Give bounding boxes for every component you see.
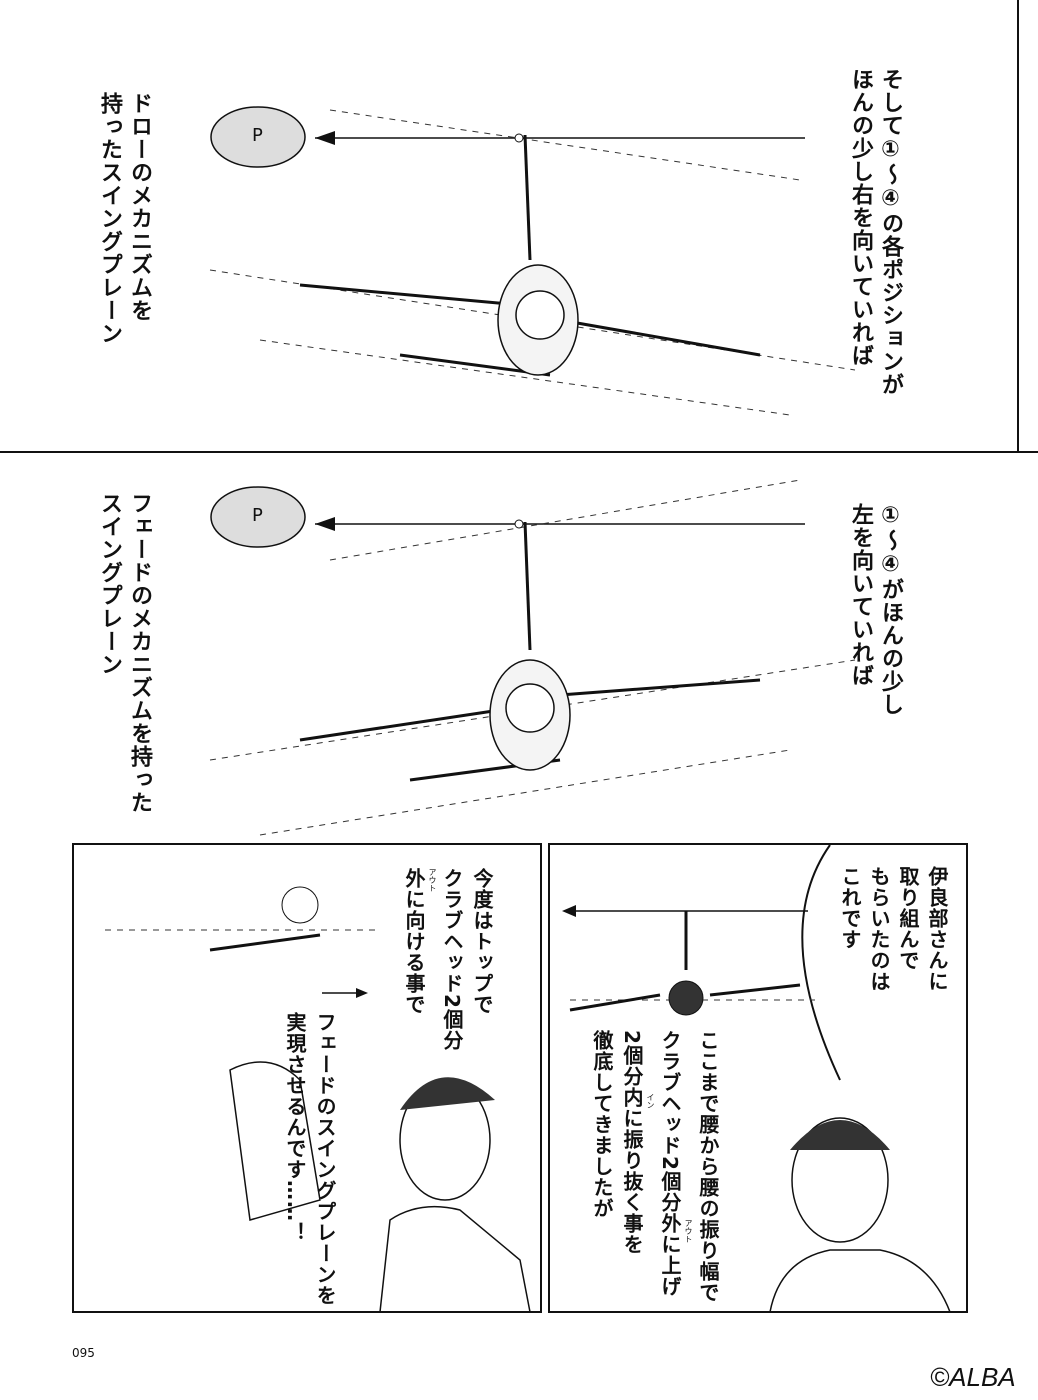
caption-line: ①〜④がほんの少し: [878, 503, 903, 716]
caption-line: 左を向いていれば: [848, 503, 873, 687]
flag-label: P: [252, 505, 263, 526]
caption-line: 外に向ける事で: [402, 868, 426, 1015]
panel3-exclaim: フェードのスイングプレーンを 実現させるんです……！: [280, 1012, 340, 1306]
caption-line: 今度はトップで: [470, 868, 494, 1015]
caption-line: スイングプレーン: [97, 492, 122, 676]
caption-line: 2個分内に振り抜く事を: [620, 1030, 644, 1255]
panel2-right-caption: ①〜④がほんの少し 左を向いていれば: [845, 503, 905, 716]
speech-bubble-text: 伊良部さんに 取り組んで もらいたのは これです: [835, 866, 951, 992]
panel1-left-caption: ドローのメカニズムを 持ったスイングプレーン: [94, 92, 154, 345]
draw-swing-diagram: [209, 106, 856, 416]
ruby-out: アウト: [428, 868, 437, 892]
bubble-line: 取り組んで: [896, 866, 920, 971]
bubble-line: これです: [838, 866, 862, 950]
ruby-out: アウト: [684, 1219, 693, 1243]
panel-4: [548, 843, 968, 1313]
caption-line: クラブヘッド2個分: [440, 868, 464, 1051]
caption-line: フェードのメカニズムを持った: [127, 492, 152, 814]
copyright: ©ALBA: [930, 1362, 1016, 1392]
panel2-left-caption: フェードのメカニズムを持った スイングプレーン: [94, 492, 154, 814]
bubble-line: 伊良部さんに: [925, 866, 949, 992]
fade-swing-diagram: [209, 479, 856, 836]
panel1-right-caption: そして①〜④の各ポジションが ほんの少し右を向いていれば: [845, 68, 905, 396]
caption-line: フェードのスイングプレーンを: [313, 1012, 337, 1306]
caption-line: ほんの少し右を向いていれば: [848, 68, 873, 367]
caption-line: 徹底してきましたが: [590, 1030, 614, 1219]
page-number: 095: [72, 1346, 95, 1360]
caption-line: ここまで腰から腰の振り幅で: [696, 1030, 720, 1303]
flag-label: P: [252, 125, 263, 146]
ruby-in: イン: [646, 1093, 655, 1109]
caption-line: クラブヘッド2個分外に上げ: [658, 1030, 682, 1297]
panel-3: [72, 843, 542, 1313]
caption-line: 持ったスイングプレーン: [97, 92, 122, 345]
caption-line: ドローのメカニズムを: [127, 92, 152, 322]
caption-line: 実現させるんです……！: [283, 1012, 307, 1243]
panel3-art: [105, 886, 531, 1313]
panel4-art: [562, 844, 952, 1313]
caption-line: そして①〜④の各ポジションが: [878, 68, 903, 396]
bubble-line: もらいたのは: [867, 866, 891, 992]
